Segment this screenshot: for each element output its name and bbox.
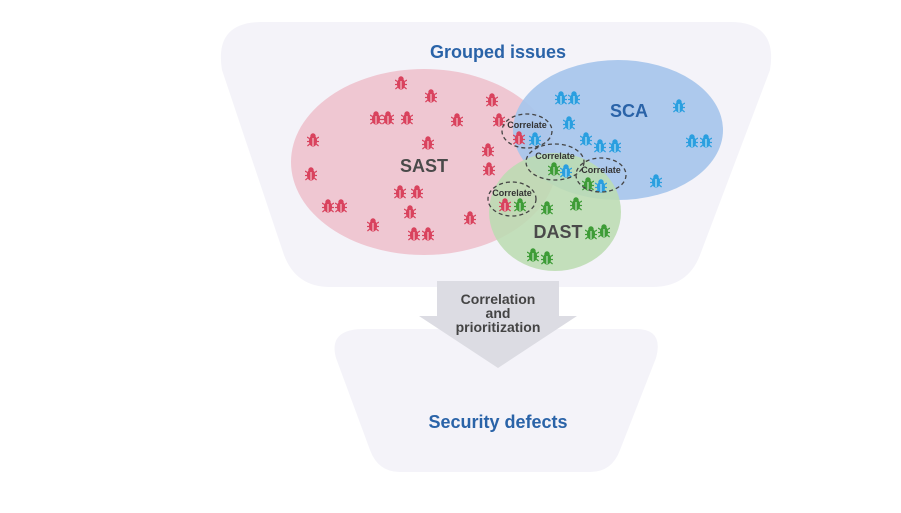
bottom-funnel-shape <box>334 329 658 472</box>
arrow-label-line-1: Correlation <box>461 291 536 307</box>
correlate-group-2: Correlate <box>525 143 585 181</box>
prioritization-arrow <box>419 281 577 368</box>
correlate-label-4: Correlate <box>492 188 532 198</box>
correlate-group-4: Correlate <box>487 181 537 217</box>
correlate-group-1: Correlate <box>501 113 553 149</box>
bottom-funnel-title: Security defects <box>428 412 567 432</box>
sast-label: SAST <box>400 156 448 176</box>
arrow-label-line-3: prioritization <box>456 319 541 335</box>
arrow-label-line-2: and <box>486 305 511 321</box>
correlate-group-3: Correlate <box>575 157 627 193</box>
correlate-label-2: Correlate <box>535 151 575 161</box>
correlate-label-1: Correlate <box>507 120 547 130</box>
top-funnel-title: Grouped issues <box>430 42 566 62</box>
dast-label: DAST <box>534 222 583 242</box>
correlate-label-3: Correlate <box>581 165 621 175</box>
sca-label: SCA <box>610 101 648 121</box>
